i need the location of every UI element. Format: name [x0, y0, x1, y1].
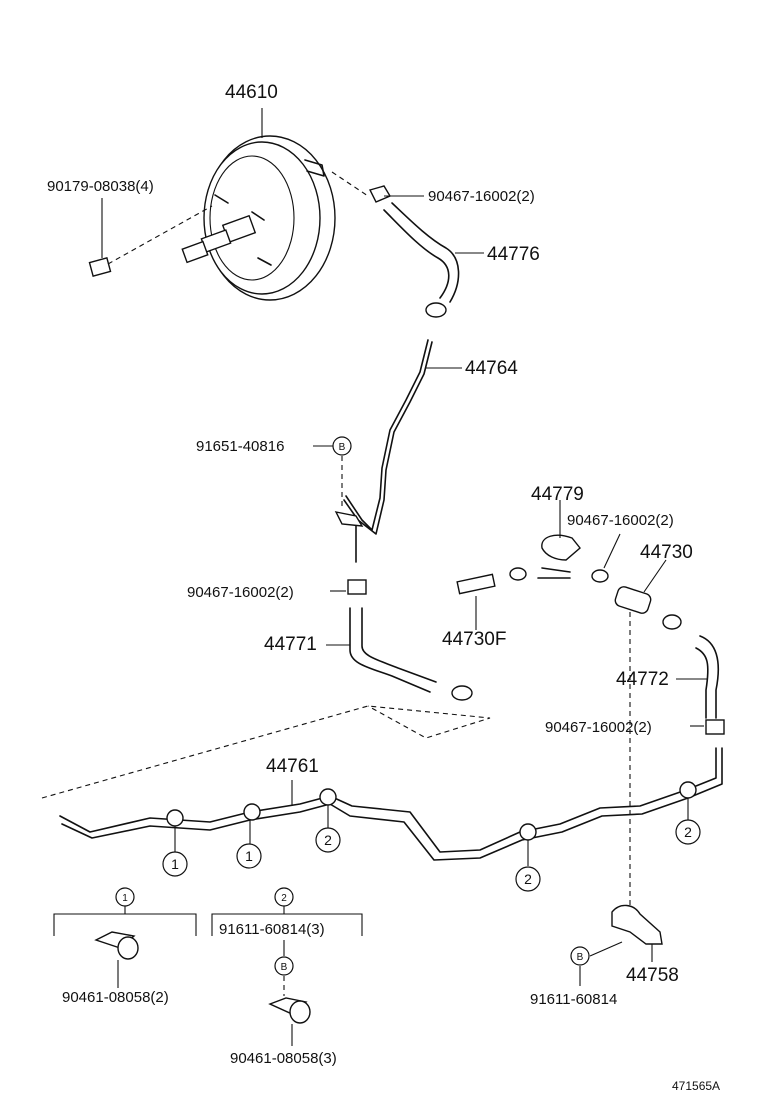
label-44761: 44761 — [266, 756, 319, 777]
clip-legend-2: 2 B — [211, 887, 363, 1046]
reference-code: 471565A — [672, 1079, 720, 1093]
marker-2 — [315, 827, 341, 853]
marker-b-top-text: B — [339, 442, 346, 453]
marker-2-text: 2 — [684, 824, 692, 840]
pipe-44764 — [334, 339, 462, 563]
marker-1-text: 1 — [245, 848, 253, 864]
clip-point — [166, 809, 184, 827]
legend-marker-b-text: B — [281, 962, 288, 973]
label-44730: 44730 — [640, 542, 693, 563]
hose-44771 — [326, 579, 473, 701]
hose-44772 — [676, 635, 725, 735]
clip-point — [319, 788, 337, 806]
label-44758: 44758 — [626, 965, 679, 986]
label-44779: 44779 — [531, 484, 584, 505]
label-90179-08038: 90179-08038(4) — [47, 178, 154, 195]
marker-b-bracket-text: B — [577, 952, 584, 963]
label-90467-16002-mid: 90467-16002(2) — [567, 512, 674, 529]
label-90461-08058-2: 90461-08058(2) — [62, 989, 169, 1006]
label-90467-16002-right: 90467-16002(2) — [545, 719, 652, 736]
clip-point — [243, 803, 261, 821]
marker-2-text: 2 — [524, 871, 532, 887]
marker-2 — [675, 819, 701, 845]
clip-point — [679, 781, 697, 799]
legend-marker-1-text: 1 — [122, 893, 128, 904]
marker-2-text: 2 — [324, 832, 332, 848]
label-44772: 44772 — [616, 669, 669, 690]
bolt-90179 — [88, 198, 213, 277]
label-44610: 44610 — [225, 82, 278, 103]
brake-booster — [181, 108, 336, 301]
marker-1 — [236, 843, 262, 869]
label-90467-16002-left: 90467-16002(2) — [187, 584, 294, 601]
pipe-44761 — [41, 705, 723, 861]
label-44776: 44776 — [487, 244, 540, 265]
hose-44776 — [331, 171, 484, 318]
marker-2 — [515, 866, 541, 892]
label-44771: 44771 — [264, 634, 317, 655]
marker-1-text: 1 — [171, 856, 179, 872]
legend-marker-2-text: 2 — [281, 893, 287, 904]
label-90461-08058-3: 90461-08058(3) — [230, 1050, 337, 1067]
clip-point — [519, 823, 537, 841]
label-91611-60814: 91611-60814 — [530, 991, 617, 1008]
label-90467-16002-top: 90467-16002(2) — [428, 188, 535, 205]
hose-44779-assembly — [456, 500, 682, 912]
marker-b-top — [332, 436, 352, 456]
label-44764: 44764 — [465, 358, 518, 379]
label-91651-40816: 91651-40816 — [196, 438, 284, 455]
clip-legend-1: 1 — [53, 887, 197, 988]
label-44730F: 44730F — [442, 629, 506, 650]
marker-1 — [162, 851, 188, 877]
label-91611-60814-3: 91611-60814(3) — [219, 921, 325, 938]
bracket-44758: B — [570, 904, 663, 986]
